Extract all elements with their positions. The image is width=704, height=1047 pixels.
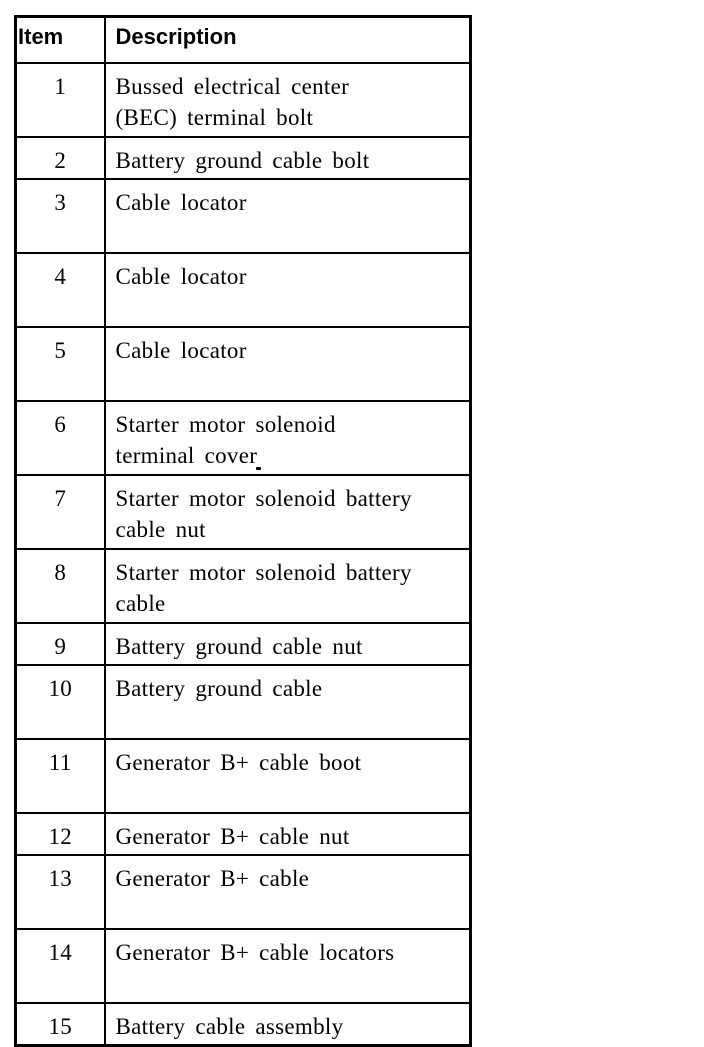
description-cell: Cable locator bbox=[103, 252, 472, 328]
table-row: 6 Starter motor solenoid terminal cover bbox=[14, 400, 472, 476]
description-cell: Starter motor solenoid terminal cover bbox=[103, 400, 472, 476]
table-row: 2 Battery ground cable bolt bbox=[14, 136, 472, 180]
description-cell: Cable locator bbox=[103, 178, 472, 254]
description-cell: Battery ground cable bbox=[103, 664, 472, 740]
description-cell: Starter motor solenoid battery cable nut bbox=[103, 474, 472, 550]
item-number-cell: 1 bbox=[14, 62, 106, 138]
scan-artifact-dot bbox=[256, 467, 261, 470]
header-item: Item bbox=[14, 15, 106, 64]
item-number-cell: 6 bbox=[14, 400, 106, 476]
table-body: 1 Bussed electrical center (BEC) termina… bbox=[14, 62, 472, 1047]
table-row: 7 Starter motor solenoid battery cable n… bbox=[14, 474, 472, 550]
table-row: 10 Battery ground cable bbox=[14, 664, 472, 740]
table-row: 11 Generator B+ cable boot bbox=[14, 738, 472, 814]
item-number-cell: 10 bbox=[14, 664, 106, 740]
table-row: 13 Generator B+ cable bbox=[14, 854, 472, 930]
item-number-cell: 8 bbox=[14, 548, 106, 624]
description-cell: Battery ground cable bolt bbox=[103, 136, 472, 180]
table-row: 1 Bussed electrical center (BEC) termina… bbox=[14, 62, 472, 138]
table-row: 5 Cable locator bbox=[14, 326, 472, 402]
description-cell: Generator B+ cable locators bbox=[103, 928, 472, 1004]
description-cell: Generator B+ cable bbox=[103, 854, 472, 930]
description-cell: Starter motor solenoid battery cable bbox=[103, 548, 472, 624]
item-number-cell: 15 bbox=[14, 1002, 106, 1047]
table-row: 3 Cable locator bbox=[14, 178, 472, 254]
table-row: 12 Generator B+ cable nut bbox=[14, 812, 472, 856]
item-number-cell: 9 bbox=[14, 622, 106, 666]
item-number-cell: 4 bbox=[14, 252, 106, 328]
item-number-cell: 3 bbox=[14, 178, 106, 254]
table-row: 4 Cable locator bbox=[14, 252, 472, 328]
table-row: 8 Starter motor solenoid battery cable bbox=[14, 548, 472, 624]
description-cell: Battery cable assembly bbox=[103, 1002, 472, 1047]
description-cell: Generator B+ cable boot bbox=[103, 738, 472, 814]
header-description: Description bbox=[103, 15, 472, 64]
table-row: 9 Battery ground cable nut bbox=[14, 622, 472, 666]
item-number-cell: 5 bbox=[14, 326, 106, 402]
item-number-cell: 11 bbox=[14, 738, 106, 814]
item-number-cell: 2 bbox=[14, 136, 106, 180]
parts-table: Item Description 1 Bussed electrical cen… bbox=[14, 15, 472, 1047]
table-row: 14 Generator B+ cable locators bbox=[14, 928, 472, 1004]
description-cell: Cable locator bbox=[103, 326, 472, 402]
item-number-cell: 12 bbox=[14, 812, 106, 856]
description-cell: Battery ground cable nut bbox=[103, 622, 472, 666]
description-cell: Generator B+ cable nut bbox=[103, 812, 472, 856]
table-row: 15 Battery cable assembly bbox=[14, 1002, 472, 1047]
header-row: Item Description bbox=[14, 15, 472, 64]
item-number-cell: 7 bbox=[14, 474, 106, 550]
item-number-cell: 13 bbox=[14, 854, 106, 930]
description-cell: Bussed electrical center (BEC) terminal … bbox=[103, 62, 472, 138]
item-number-cell: 14 bbox=[14, 928, 106, 1004]
